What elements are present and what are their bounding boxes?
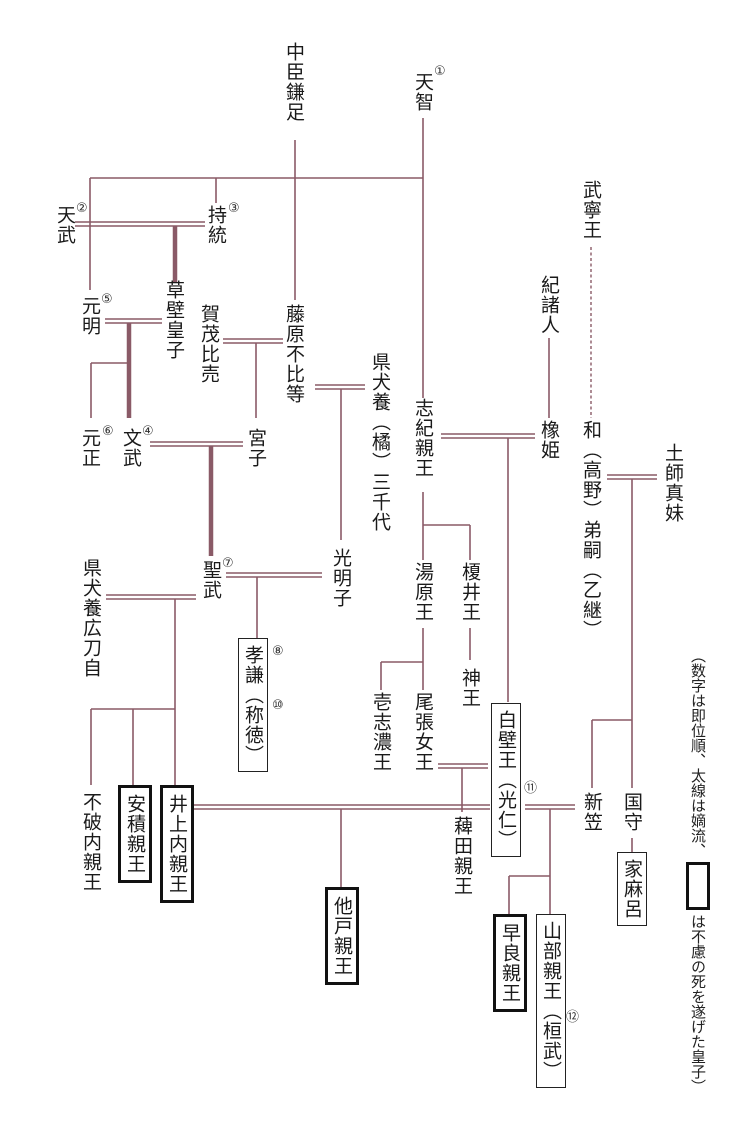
node-agata-michiyo: 県犬養（橘）三千代 xyxy=(369,352,391,532)
node-yuhara: 湯原王 xyxy=(412,562,434,622)
node-agata-hirotoji: 県犬養広刀自 xyxy=(80,558,102,678)
node-yamato-otsugu: 和（高野）弟嗣（乙継） xyxy=(580,420,602,640)
legend: （数字は即位順、太線は嫡流、は不慮の死を遂げた皇子） xyxy=(686,648,710,1094)
node-hieda: 薭田親王 xyxy=(451,816,473,896)
legend-prefix: （数字は即位順、太線は嫡流、 xyxy=(689,648,707,858)
reign-number-tenmu: ② xyxy=(76,201,88,216)
node-shirakabe: 白壁王（光仁） xyxy=(491,703,521,857)
reign-number-shomu: ⑦ xyxy=(222,556,234,571)
node-fujiwara-fuhito: 藤原不比等 xyxy=(283,304,305,404)
reign-number-konin: ⑪ xyxy=(524,781,538,796)
node-shomu: 聖武 xyxy=(200,560,222,600)
node-fuwa: 不破内親王 xyxy=(80,792,102,892)
node-ishinami: 壱志濃王 xyxy=(370,692,392,772)
node-monmu: 文武 xyxy=(120,428,142,468)
reign-number-monmu: ④ xyxy=(142,424,154,439)
reign-number-koken-2: ⑩ xyxy=(272,698,284,713)
reign-number-tenji: ① xyxy=(434,64,446,79)
node-inoue: 井上内親王 xyxy=(160,785,194,903)
reign-number-koken-1: ⑧ xyxy=(272,644,284,659)
node-kamo-hime: 賀茂比売 xyxy=(198,304,220,384)
node-tochihime: 橡姫 xyxy=(538,420,560,460)
node-kusakabe: 草壁皇子 xyxy=(163,280,185,360)
node-asaka: 安積親王 xyxy=(118,785,152,883)
node-haji-matsuma: 土師真妹 xyxy=(662,443,684,523)
reign-number-gensho: ⑥ xyxy=(102,424,114,439)
node-yamabe: 山部親王（桓武） xyxy=(536,914,566,1088)
node-genmei: 元明 xyxy=(79,296,101,336)
node-kunimori: 国守 xyxy=(621,792,643,832)
node-enoi: 榎井王 xyxy=(459,562,481,622)
node-osabe: 他戸親王 xyxy=(325,887,359,985)
node-muyasu: 武寧王 xyxy=(580,180,602,240)
node-iemaro: 家麻呂 xyxy=(617,852,647,926)
node-shiki: 志紀親王 xyxy=(412,398,434,478)
node-tenji: 天智 xyxy=(412,72,434,112)
reign-number-jito: ③ xyxy=(228,201,240,216)
node-kamu: 神王 xyxy=(459,668,481,708)
reign-number-genmei: ⑤ xyxy=(101,292,113,307)
node-owari: 尾張女王 xyxy=(412,692,434,772)
node-jito: 持統 xyxy=(205,205,227,245)
node-koken: 孝謙（称徳） xyxy=(238,638,268,772)
node-niigasa: 新笠 xyxy=(581,792,603,832)
node-nakatomi-kamatari: 中臣鎌足 xyxy=(283,42,305,122)
legend-suffix: は不慮の死を遂げた皇子） xyxy=(689,914,707,1094)
node-sawara: 早良親王 xyxy=(493,914,527,1012)
node-miyako: 宮子 xyxy=(245,428,267,468)
reign-number-kanmu: ⑫ xyxy=(566,1010,580,1025)
legend-box-icon xyxy=(686,862,710,910)
node-ki-morohito: 紀諸人 xyxy=(538,275,560,335)
node-komyoshi: 光明子 xyxy=(330,548,352,608)
node-gensho: 元正 xyxy=(79,428,101,468)
node-tenmu: 天武 xyxy=(54,205,76,245)
